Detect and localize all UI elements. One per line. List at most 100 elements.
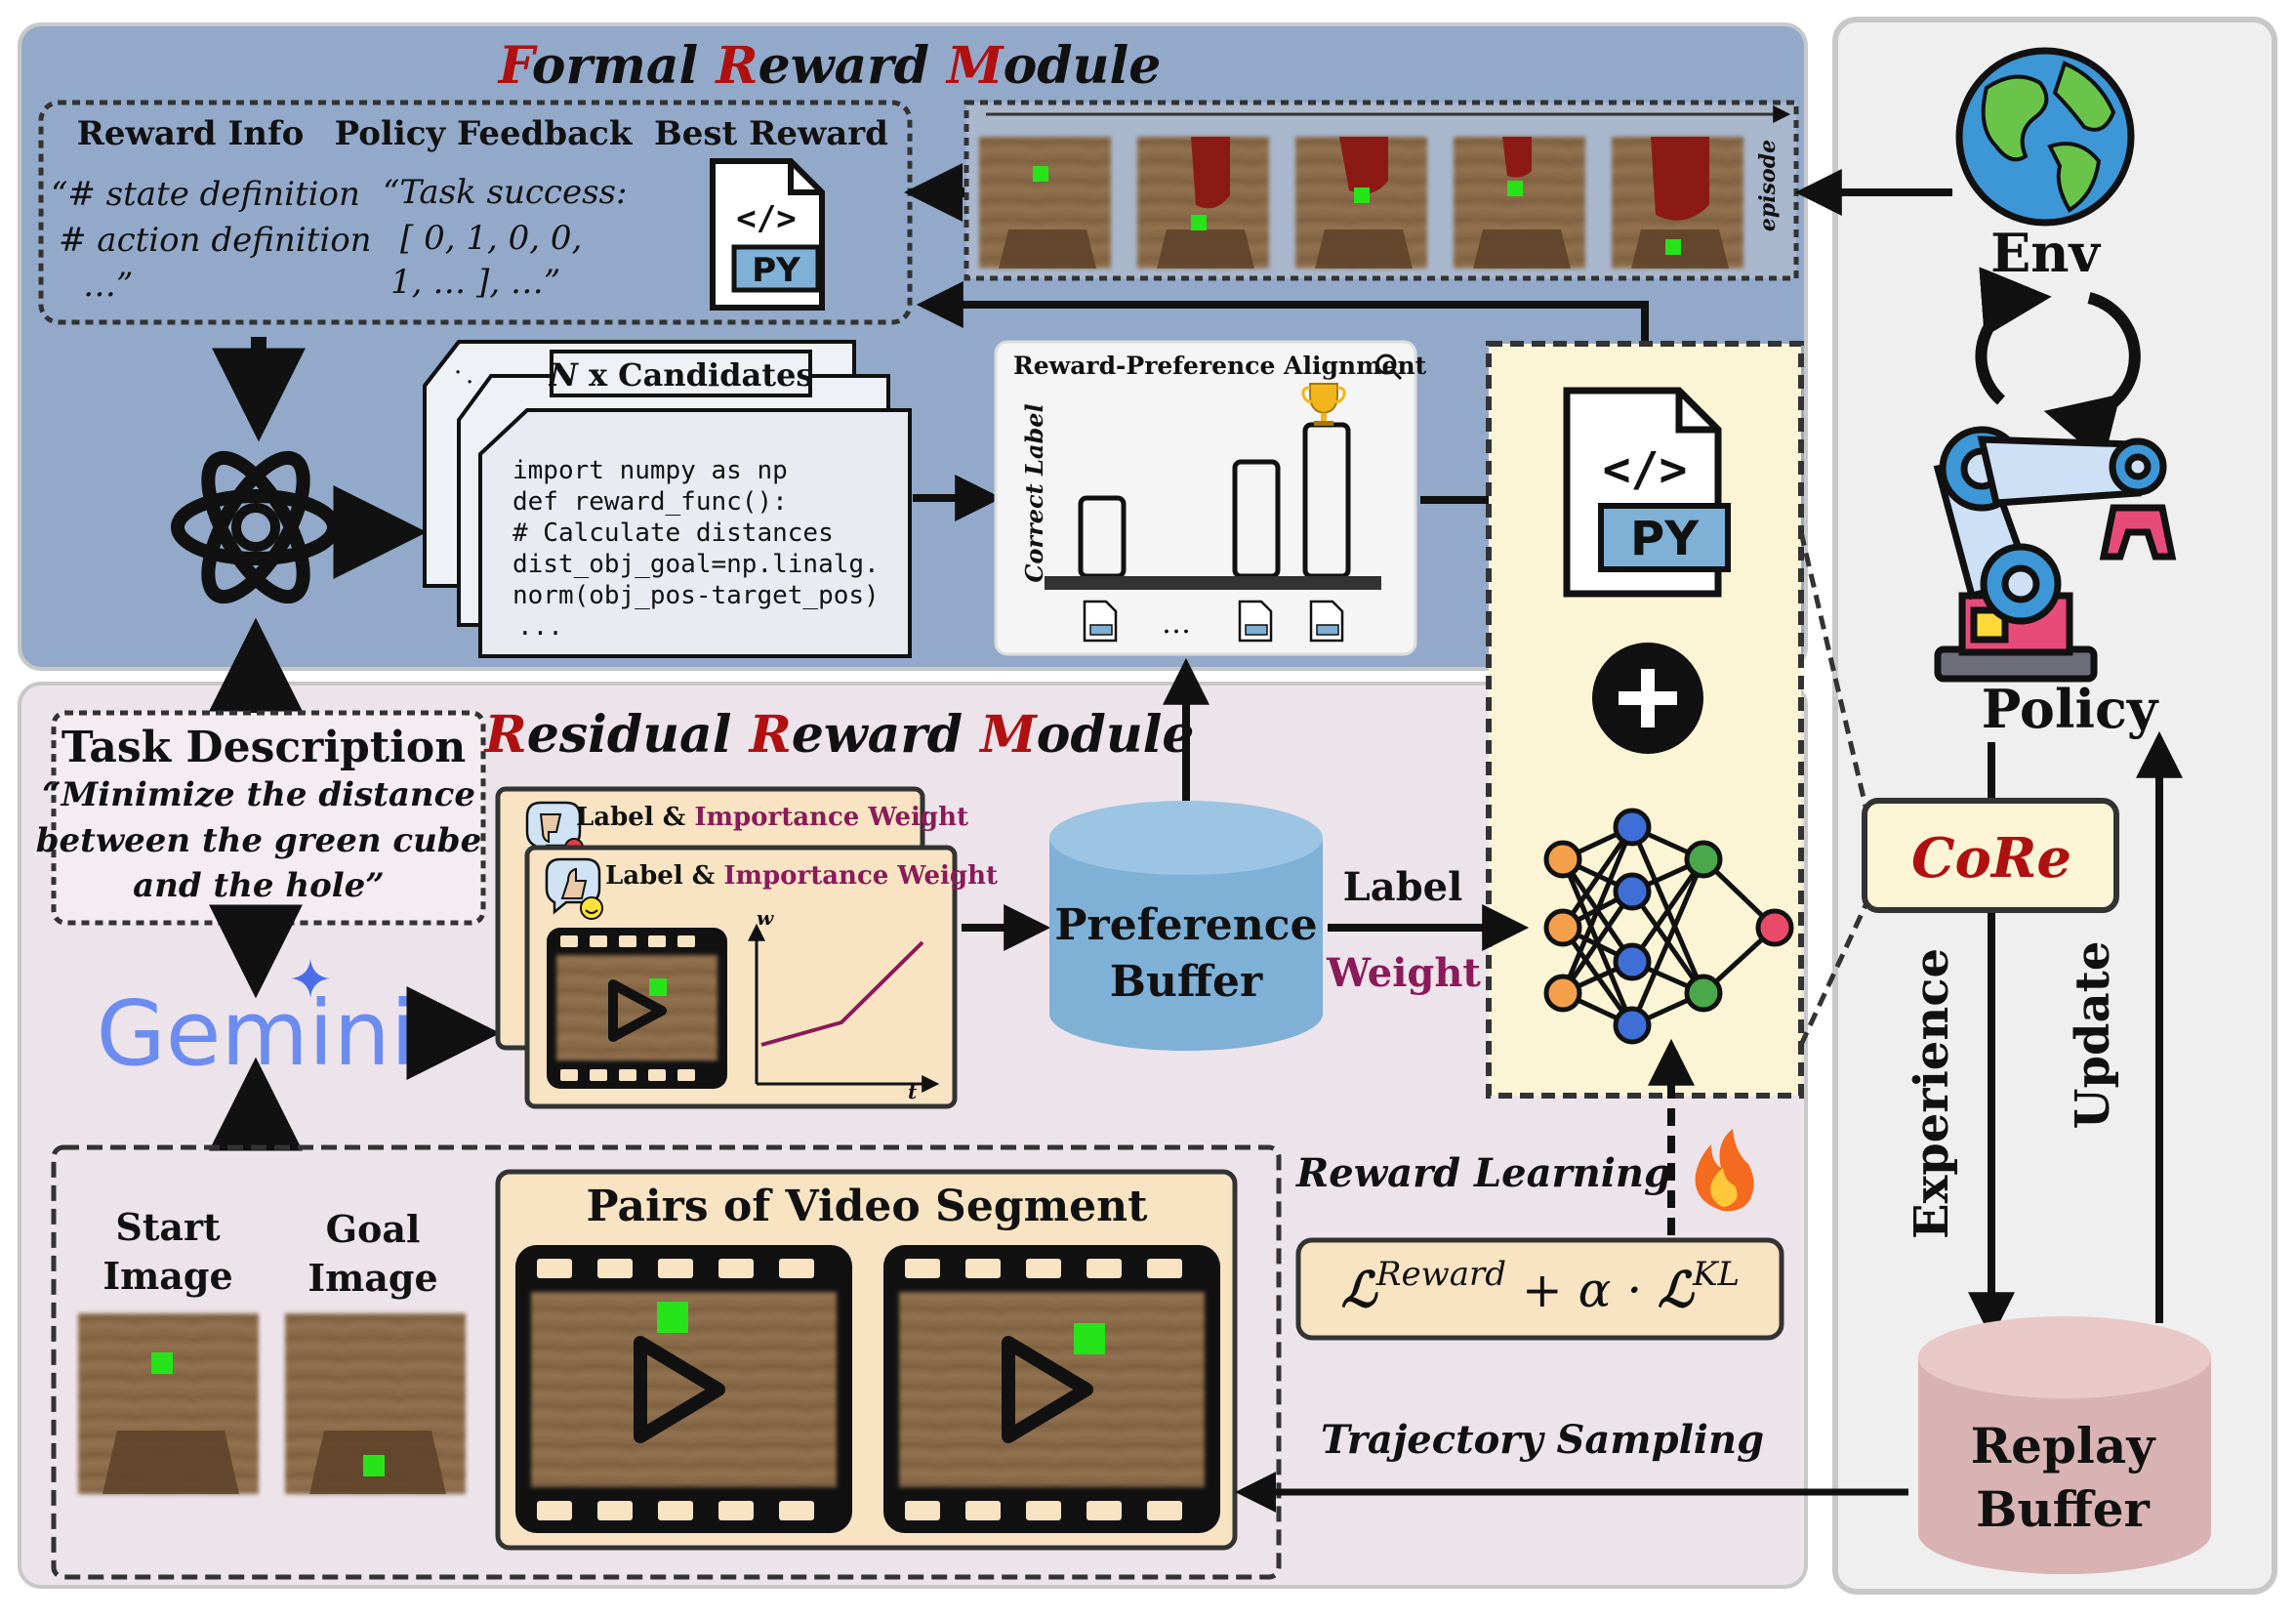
gemini-sparkle-icon (291, 959, 330, 998)
residual-module-title: Residual Reward Module (483, 705, 1195, 765)
loss-box (1295, 1237, 1784, 1341)
gemini-logo: Gemini (97, 981, 416, 1086)
video-segment-2 (883, 1245, 1220, 1533)
svg-text:# Calculate distances: # Calculate distances (512, 519, 834, 548)
alignment-file-icons (1083, 600, 1344, 643)
reward-info-heading: Reward Info (77, 114, 305, 153)
fire-icon (1695, 1129, 1754, 1212)
task-line-2: between the green cube (36, 821, 481, 860)
svg-text:...: ... (517, 612, 563, 642)
preference-buffer-cylinder (1049, 801, 1323, 1051)
cycle-arrows-icon (1975, 267, 2141, 463)
neural-network-icon (1543, 808, 1794, 1045)
nn-edge (1629, 857, 1706, 964)
reward-learning-label: Reward Learning (1295, 1150, 1671, 1196)
candidates-stack: · · (423, 340, 912, 658)
nn-node (1755, 908, 1794, 947)
reward-info-line-2: # action definition (59, 221, 372, 260)
svg-text:dist_obj_goal=np.linalg.: dist_obj_goal=np.linalg. (512, 550, 880, 579)
code-snippet: import numpy as np def reward_func(): # … (512, 456, 880, 642)
policy-feedback-line-1: “Task success: (383, 173, 627, 212)
nn-node (1613, 1006, 1652, 1045)
alignment-dots: … (1162, 606, 1191, 641)
goal-image (285, 1313, 466, 1494)
input-images-box (51, 1144, 1282, 1580)
svg-text:·: · (454, 358, 462, 388)
svg-text:def reward_func():: def reward_func(): (512, 487, 788, 517)
alignment-baseline (1045, 576, 1381, 590)
video-segment-1 (515, 1245, 852, 1533)
task-description-box (51, 710, 486, 926)
nn-node (1543, 840, 1582, 879)
candidates-label: N x Candidates (549, 356, 814, 394)
nn-edge (1560, 890, 1635, 995)
start-image-label-1: Start (115, 1205, 221, 1249)
alignment-bars (1078, 422, 1351, 579)
preference-buffer-label-1: Preference (1054, 900, 1317, 950)
magnifier-icon (1375, 353, 1403, 381)
replay-buffer-label-1: Replay (1971, 1417, 2157, 1475)
task-line-1: “Minimize the distance (42, 775, 475, 814)
policy-feedback-line-3: 1, … ], …” (390, 263, 560, 302)
replay-buffer-label-2: Buffer (1976, 1480, 2150, 1538)
svg-text:</>: </> (736, 199, 796, 238)
alignment-bar-2 (1232, 459, 1281, 579)
policy-feedback-line-2: [ 0, 1, 0, 0, (400, 219, 582, 258)
video-pairs-title: Pairs of Video Segment (587, 1182, 1149, 1231)
alignment-ylabel: Correct Label (1020, 403, 1048, 582)
alignment-title: Reward-Preference Alignment (1013, 352, 1427, 380)
svg-text:PY: PY (752, 251, 800, 290)
loss-formula: ℒReward + α · ℒKL (1341, 1255, 1740, 1318)
weight-text: Weight (1326, 950, 1481, 996)
nn-node (1684, 840, 1723, 879)
start-image (78, 1313, 259, 1494)
preference-buffer-label-2: Buffer (1110, 957, 1263, 1007)
update-label: Update (2066, 941, 2120, 1130)
policy-feedback-heading: Policy Feedback (335, 114, 634, 153)
policy-label: Policy (1982, 678, 2159, 740)
nn-node (1543, 908, 1582, 947)
alignment-bar-3 (1302, 422, 1351, 579)
goal-image-label-2: Image (308, 1256, 437, 1300)
best-reward-py-icon: </> PY (710, 158, 825, 311)
reward-info-line-3: …” (83, 266, 133, 305)
alignment-card (994, 340, 1417, 656)
plus-icon (1592, 643, 1703, 754)
small-video-icon (547, 928, 727, 1089)
svg-text:PY: PY (1630, 512, 1700, 566)
start-image-label-2: Image (102, 1254, 232, 1298)
reward-info-line-1: “# state definition (51, 175, 360, 214)
globe-icon (1955, 47, 2135, 227)
nn-node (1613, 872, 1652, 911)
nn-node (1613, 808, 1652, 847)
svg-text:w: w (757, 906, 774, 930)
nn-node (1684, 974, 1723, 1013)
combined-py-icon: </> PY (1563, 387, 1731, 598)
episode-frames (979, 137, 1743, 269)
trophy-icon (1301, 383, 1346, 426)
formal-module-title: Formal Reward Module (497, 36, 1162, 96)
replay-buffer-cylinder (1918, 1316, 2211, 1574)
nn-edge (1560, 825, 1635, 930)
goal-image-label-1: Goal (326, 1207, 421, 1251)
best-reward-heading: Best Reward (654, 114, 888, 153)
env-label: Env (1990, 222, 2101, 284)
svg-text:</>: </> (1603, 442, 1688, 497)
nn-edge (1629, 858, 1706, 1026)
label-weight-front-text: Label & Importance Weight (605, 861, 998, 891)
svg-text:norm(obj_pos-target_pos): norm(obj_pos-target_pos) (512, 581, 880, 610)
reward-info-box (38, 100, 913, 325)
robot-arm-icon (1933, 426, 2177, 683)
nn-node (1613, 942, 1652, 981)
label-weight-back-text: Label & Importance Weight (576, 803, 968, 832)
core-badge (1862, 798, 2119, 913)
task-line-3: and the hole” (133, 866, 385, 905)
svg-text:·: · (466, 368, 473, 397)
episode-label: episode (1755, 140, 1781, 231)
alignment-bar-1 (1078, 495, 1127, 579)
nn-node (1543, 974, 1582, 1013)
experience-label: Experience (1905, 948, 1959, 1239)
thumbs-up-icon (545, 857, 603, 920)
svg-text:t: t (908, 1080, 918, 1103)
